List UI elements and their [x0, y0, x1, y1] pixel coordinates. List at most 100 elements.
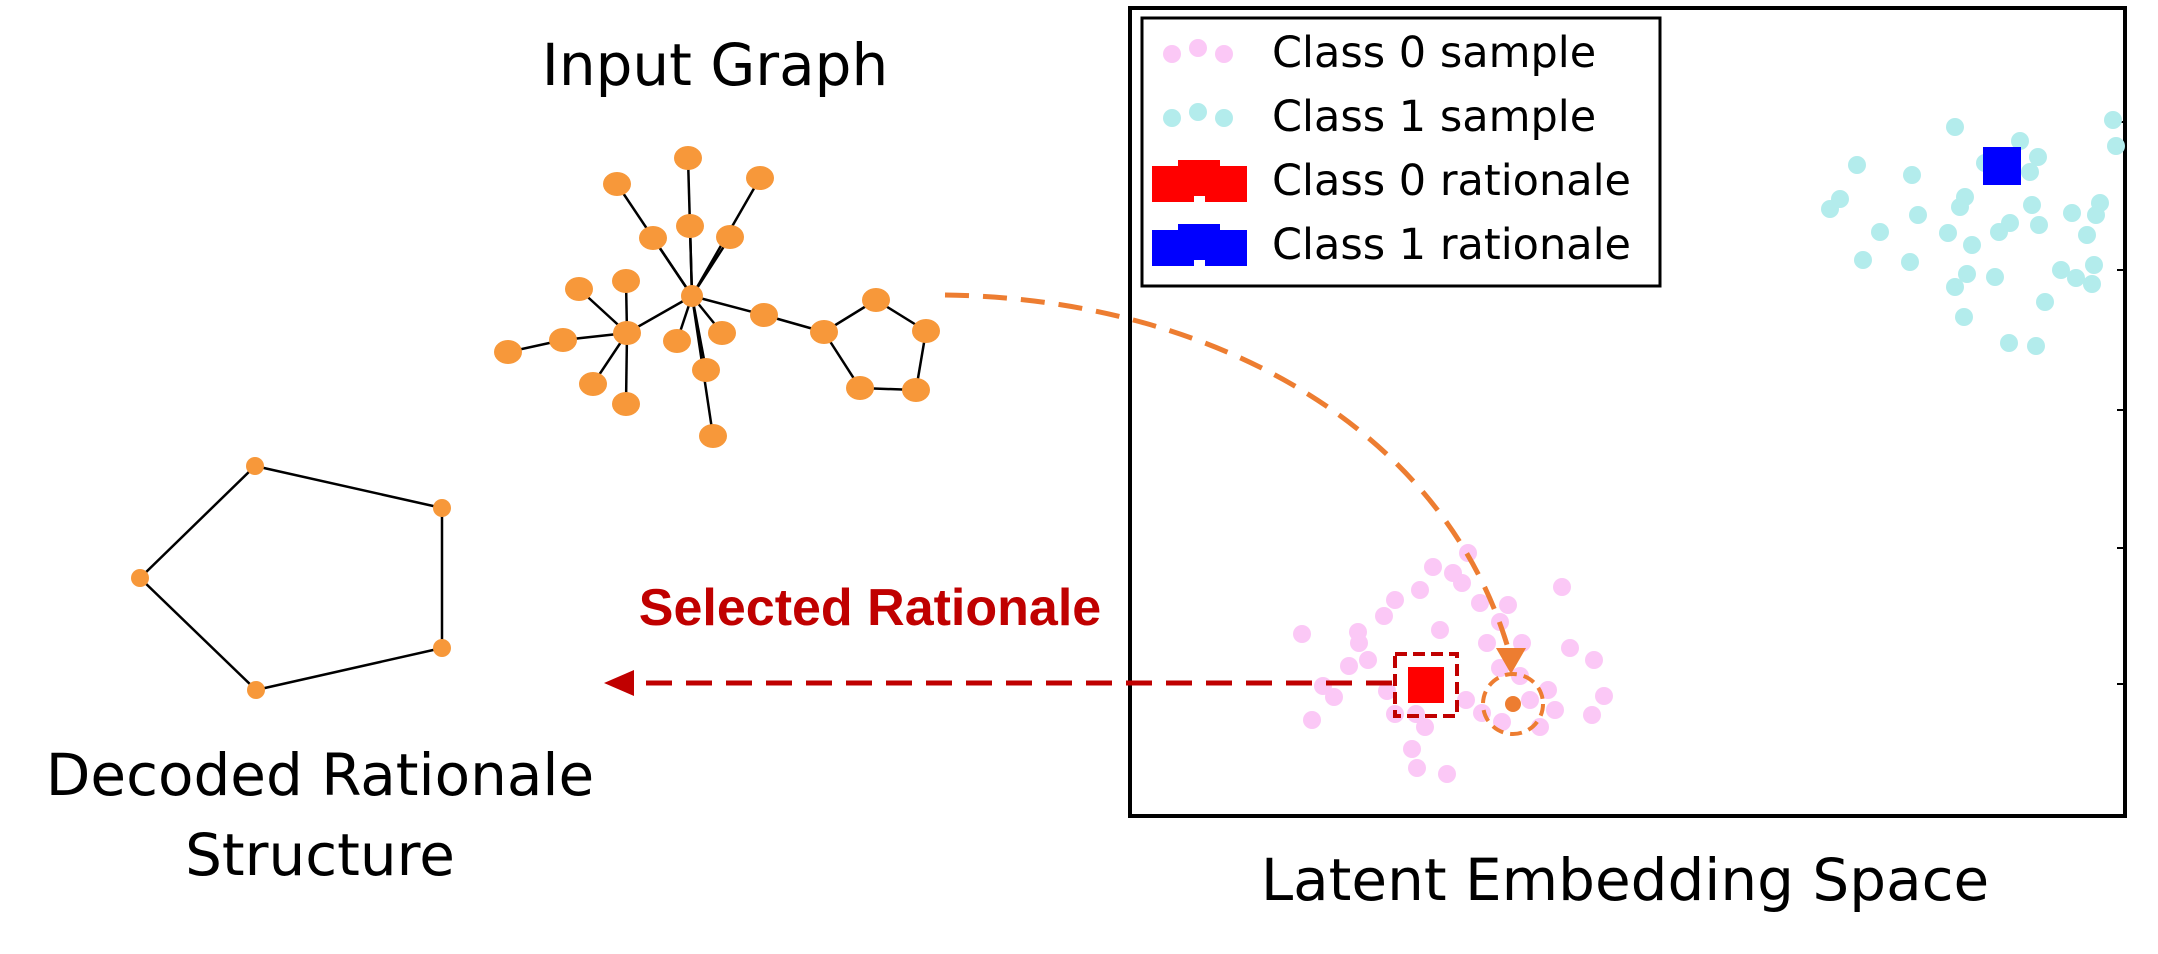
graph-node — [612, 392, 640, 416]
legend-dot-marker — [1163, 45, 1181, 63]
graph-node — [549, 328, 577, 352]
graph-node — [810, 320, 838, 344]
class1-sample-point — [1955, 308, 1973, 326]
input-graph — [494, 146, 940, 448]
latent-space-frame — [1128, 6, 2127, 818]
class1-sample-point — [2063, 204, 2081, 222]
class1-sample-point — [1871, 223, 1889, 241]
class0-sample-point — [1303, 711, 1321, 729]
legend-entry: Class 0 rationale — [1152, 156, 1631, 206]
graph-node — [579, 372, 607, 396]
class0-sample-point — [1403, 740, 1421, 758]
class0-sample-point — [1359, 651, 1377, 669]
class0-sample-point — [1375, 607, 1393, 625]
graph-node — [681, 285, 703, 307]
class1-sample-point — [1946, 118, 1964, 136]
class0-sample-point — [1471, 594, 1489, 612]
class1-sample-point — [1986, 268, 2004, 286]
legend-entry: Class 1 rationale — [1152, 220, 1631, 270]
selected-rationale-label: Selected Rationale — [639, 579, 1101, 637]
legend-dot-marker — [1215, 45, 1233, 63]
decoded-edge — [255, 646, 443, 692]
graph-node — [750, 303, 778, 327]
class0-sample-point — [1561, 639, 1579, 657]
class0-sample-point — [1553, 578, 1571, 596]
class0-sample-point — [1325, 688, 1343, 706]
class1-sample-point — [1951, 198, 1969, 216]
class1-sample-point — [2023, 196, 2041, 214]
embedding-arrow — [944, 292, 1511, 649]
class1-sample-point — [1903, 166, 1921, 184]
class1-samples — [1821, 111, 2125, 355]
decoded-structure-title-line1: Decoded Rationale — [46, 741, 594, 809]
class0-sample-point — [1350, 634, 1368, 652]
class1-sample-point — [1901, 253, 1919, 271]
legend-dot-marker — [1189, 103, 1207, 121]
class0-sample-point — [1293, 625, 1311, 643]
class1-sample-point — [2027, 337, 2045, 355]
class0-sample-point — [1457, 691, 1475, 709]
class0-sample-point — [1378, 682, 1396, 700]
class1-sample-point — [2052, 261, 2070, 279]
class1-sample-point — [2030, 216, 2048, 234]
class0-samples — [1293, 544, 1613, 783]
class0-sample-point — [1585, 651, 1603, 669]
class0-sample-point — [1499, 596, 1517, 614]
class0-sample-point — [1513, 634, 1531, 652]
legend-square-marker — [1205, 166, 1247, 202]
legend-dot-marker — [1189, 39, 1207, 57]
class1-sample-point — [1848, 156, 1866, 174]
class0-sample-point — [1595, 687, 1613, 705]
decoded-node — [246, 457, 264, 475]
legend-label: Class 0 sample — [1272, 28, 1596, 78]
legend-square-marker — [1205, 230, 1247, 266]
selected-rationale-arrow-head — [604, 670, 634, 696]
graph-node — [699, 424, 727, 448]
class0-sample-point — [1511, 667, 1529, 685]
class1-sample-point — [2036, 293, 2054, 311]
class1-sample-point — [2021, 163, 2039, 181]
decoded-node — [131, 569, 149, 587]
graph-node — [846, 376, 874, 400]
class0-rationale-marker — [1408, 667, 1444, 703]
class0-sample-point — [1411, 581, 1429, 599]
class1-sample-point — [1963, 236, 1981, 254]
graph-node — [902, 378, 930, 402]
graph-node — [612, 269, 640, 293]
class1-sample-point — [2067, 269, 2085, 287]
decoded-node — [433, 499, 451, 517]
class1-sample-point — [2104, 111, 2122, 129]
class0-sample-point — [1453, 574, 1471, 592]
class0-sample-point — [1431, 621, 1449, 639]
class1-sample-point — [2107, 137, 2125, 155]
graph-node — [708, 321, 736, 345]
class1-sample-point — [1909, 206, 1927, 224]
class1-sample-point — [2083, 275, 2101, 293]
class1-sample-point — [1939, 224, 1957, 242]
legend-label: Class 1 rationale — [1272, 220, 1631, 270]
graph-node — [674, 146, 702, 170]
class0-sample-point — [1478, 634, 1496, 652]
legend-dot-marker — [1215, 109, 1233, 127]
legend-entry: Class 1 sample — [1163, 92, 1596, 142]
class1-sample-point — [1831, 190, 1849, 208]
class1-sample-point — [2091, 194, 2109, 212]
decoded-structure-title-line2: Structure — [185, 821, 455, 889]
graph-node — [746, 166, 774, 190]
decoded-edge — [139, 465, 256, 579]
embedding-arrow-head — [1496, 648, 1526, 674]
class1-sample-point — [2001, 214, 2019, 232]
decoded-rationale-graph — [131, 457, 451, 699]
class0-sample-point — [1416, 718, 1434, 736]
class1-sample-point — [2085, 256, 2103, 274]
graph-node — [663, 329, 691, 353]
class0-sample-point — [1340, 657, 1358, 675]
class1-sample-point — [1946, 278, 1964, 296]
class0-sample-point — [1521, 691, 1539, 709]
class1-sample-point — [2000, 334, 2018, 352]
latent-space-title: Latent Embedding Space — [1261, 846, 1989, 914]
class0-sample-point — [1493, 713, 1511, 731]
class0-sample-point — [1424, 558, 1442, 576]
class1-sample-point — [2011, 132, 2029, 150]
